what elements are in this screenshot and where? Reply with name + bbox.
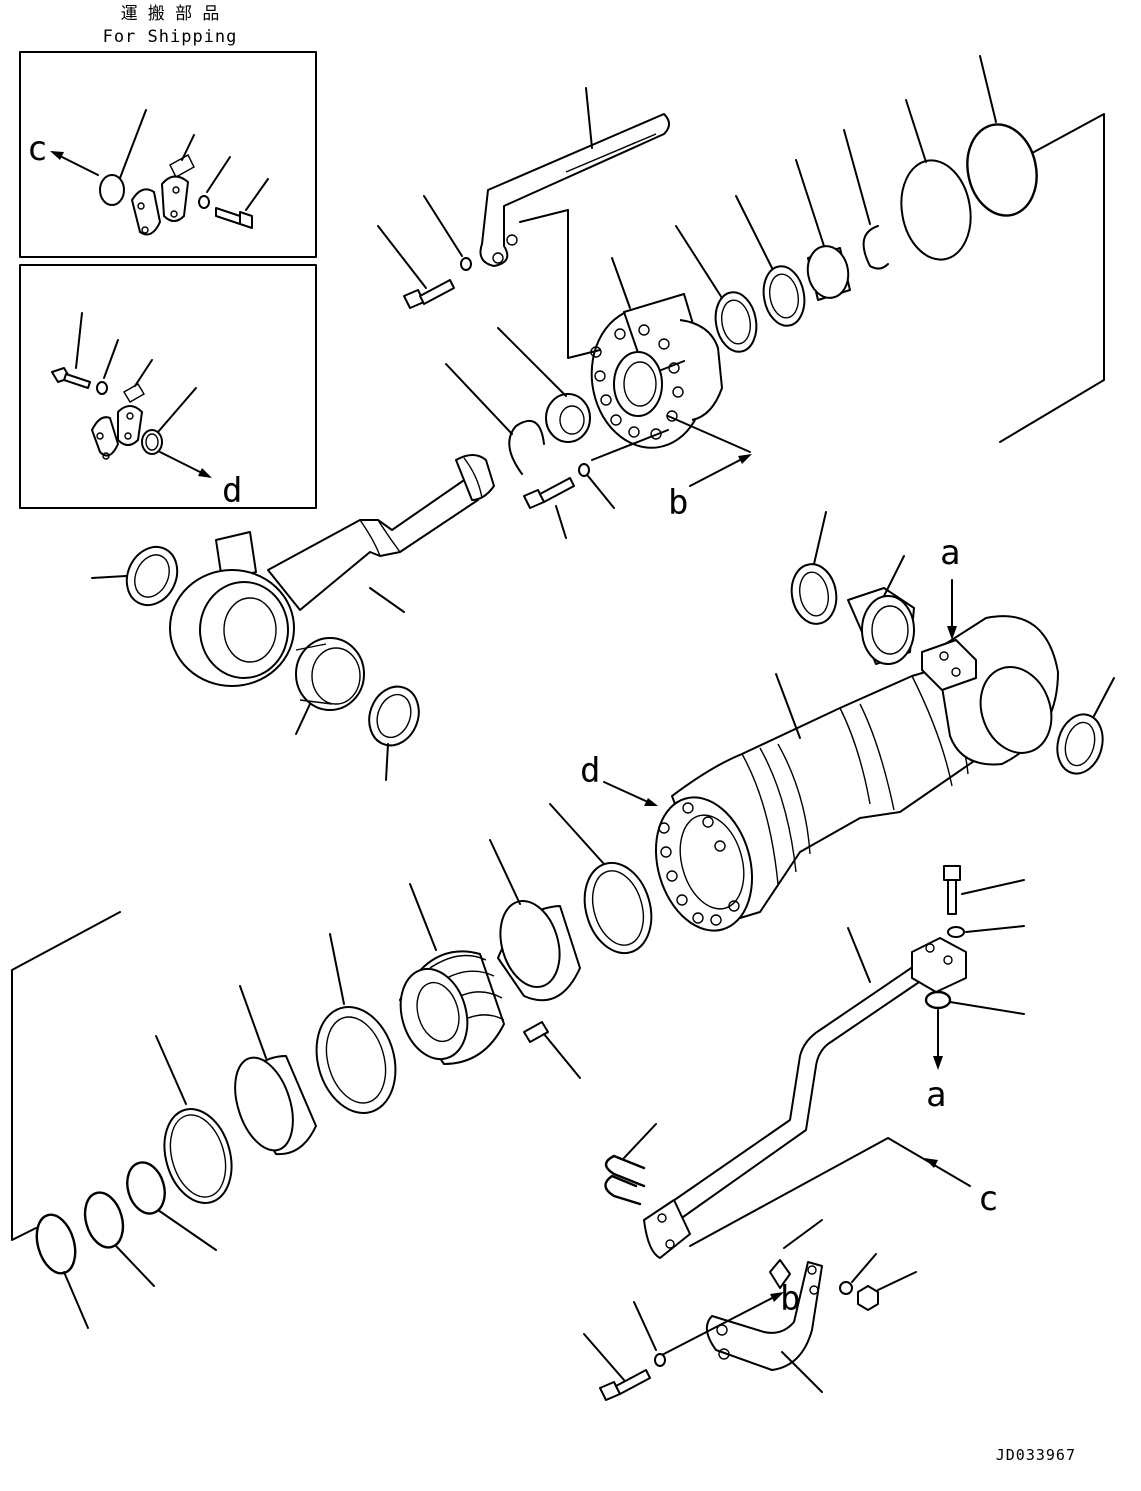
- drawing-id: JD033967: [996, 1446, 1076, 1464]
- shipping-box-lower: d: [19, 264, 317, 511]
- pipe-assembly: a c b: [583, 865, 1025, 1401]
- callout-d-box: d: [222, 471, 242, 511]
- callout-b-rod: b: [668, 483, 688, 523]
- header-title-jp: 運 搬 部 品: [121, 4, 220, 24]
- shipping-box-upper: c: [19, 51, 317, 258]
- piston-parts: [11, 803, 653, 1329]
- callout-b-clamp: b: [780, 1279, 800, 1319]
- callout-c-pipe: c: [978, 1179, 998, 1219]
- callout-c-box: c: [27, 129, 47, 169]
- cylinder-tube: a d: [580, 511, 1115, 932]
- callout-a-top: a: [940, 533, 960, 573]
- rod-assembly: b: [91, 55, 1105, 781]
- callout-a-pipe: a: [926, 1075, 946, 1115]
- callout-d-cyl: d: [580, 751, 600, 791]
- header-title-en: For Shipping: [103, 27, 238, 47]
